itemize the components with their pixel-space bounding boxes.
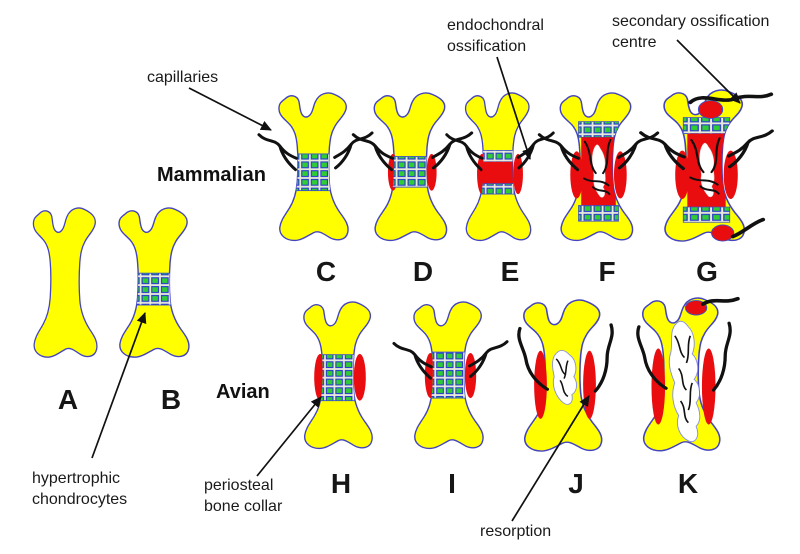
- capillary-left: [351, 133, 395, 172]
- stage-letter-f: F: [598, 256, 616, 287]
- hypertrophic-chondrocyte-band: [682, 117, 731, 135]
- capillary-right: [711, 321, 732, 392]
- capillary-right: [593, 323, 614, 393]
- bone-stage-d: [351, 92, 474, 242]
- stage-letter-b: B: [160, 384, 182, 415]
- resorption-arrow: [511, 395, 590, 522]
- stage-letter-k: K: [677, 468, 699, 499]
- bone-stage-i: [392, 301, 509, 450]
- stage-letter-j: J: [568, 468, 584, 499]
- hypertrophic-chondrocytes-arrow: [91, 312, 147, 459]
- bone-stage-a: [32, 207, 98, 358]
- capillary-left: [639, 131, 686, 171]
- secondary-ossification-centre: [697, 100, 724, 119]
- hypertrophic-chondrocyte-band: [682, 206, 731, 223]
- periosteal-bone-collar: [513, 153, 523, 195]
- bone-stage-b: [118, 207, 190, 358]
- capillaries-arrow: [188, 87, 272, 131]
- bone-stage-g: [639, 89, 774, 242]
- bone-stage-k: [636, 296, 740, 452]
- hypertrophic-chondrocyte-band: [578, 121, 619, 138]
- capillary-right: [333, 131, 374, 170]
- capillary-epiphysis-top: [700, 296, 740, 306]
- hypertrophic-chondrocyte-band: [136, 272, 178, 306]
- bone-stage-c: [257, 92, 374, 242]
- bone-stage-h: [303, 301, 373, 450]
- secondary-ossification-centre: [711, 224, 735, 242]
- stage-letter-e: E: [500, 256, 520, 287]
- stage-letter-d: D: [412, 256, 434, 287]
- cartilage-anlage: [32, 207, 98, 358]
- capillaries-label: capillaries: [147, 69, 219, 86]
- avian-row-label: Avian: [216, 381, 270, 403]
- stage-letter-i: I: [448, 468, 456, 499]
- periosteal-bone-collar: [353, 353, 366, 401]
- periosteal-bone-collar: [701, 348, 716, 425]
- stage-letter-h: H: [330, 468, 352, 499]
- annotation-arrows: [91, 39, 741, 522]
- periosteal-bone-collar-label: periosteal bone collar: [204, 477, 283, 515]
- periosteal-bone-collar: [613, 151, 627, 199]
- hypertrophic-chondrocyte-band: [294, 153, 336, 192]
- capillary-left: [392, 341, 433, 380]
- periosteal-bone-collar: [583, 350, 596, 419]
- capillary-left: [445, 133, 484, 172]
- capillary-epiphysis-bottom: [730, 217, 766, 239]
- periosteal-bone-collar: [570, 151, 584, 199]
- capillary-left: [537, 133, 581, 172]
- endochondral-ossification-arrow: [496, 56, 532, 160]
- stage-letter-g: G: [696, 256, 718, 287]
- mammalian-row-label: Mammalian: [157, 164, 266, 186]
- hypertrophic-chondrocyte-band: [392, 156, 433, 188]
- capillary-right: [727, 129, 774, 169]
- endochondral-ossification-front: [482, 161, 518, 184]
- periosteal-bone-collar-arrow: [256, 396, 322, 477]
- periosteal-bone-collar: [675, 150, 690, 199]
- periosteal-bone-collar: [723, 150, 738, 199]
- stage-letter-a: A: [57, 384, 79, 415]
- periosteal-bone-collar: [651, 348, 666, 425]
- hypertrophic-chondrocyte-band: [481, 183, 519, 195]
- endochondral-ossification-label: endochondral ossification: [447, 17, 544, 55]
- capillary-right: [468, 340, 509, 378]
- stage-letter-c: C: [315, 256, 337, 287]
- bone-stage-e: [445, 92, 555, 242]
- hypertrophic-chondrocyte-band: [578, 205, 619, 222]
- resorption-label: resorption: [480, 523, 552, 540]
- bone-stage-f: [537, 92, 660, 242]
- hypertrophic-chondrocytes-label: hypertrophic chondrocytes: [32, 470, 128, 508]
- bone-stage-j: [517, 299, 614, 452]
- periosteal-bone-collar: [426, 153, 437, 191]
- secondary-ossification-centre-arrow: [676, 39, 741, 104]
- secondary-ossification-centre-label: secondary ossification centre: [612, 13, 770, 51]
